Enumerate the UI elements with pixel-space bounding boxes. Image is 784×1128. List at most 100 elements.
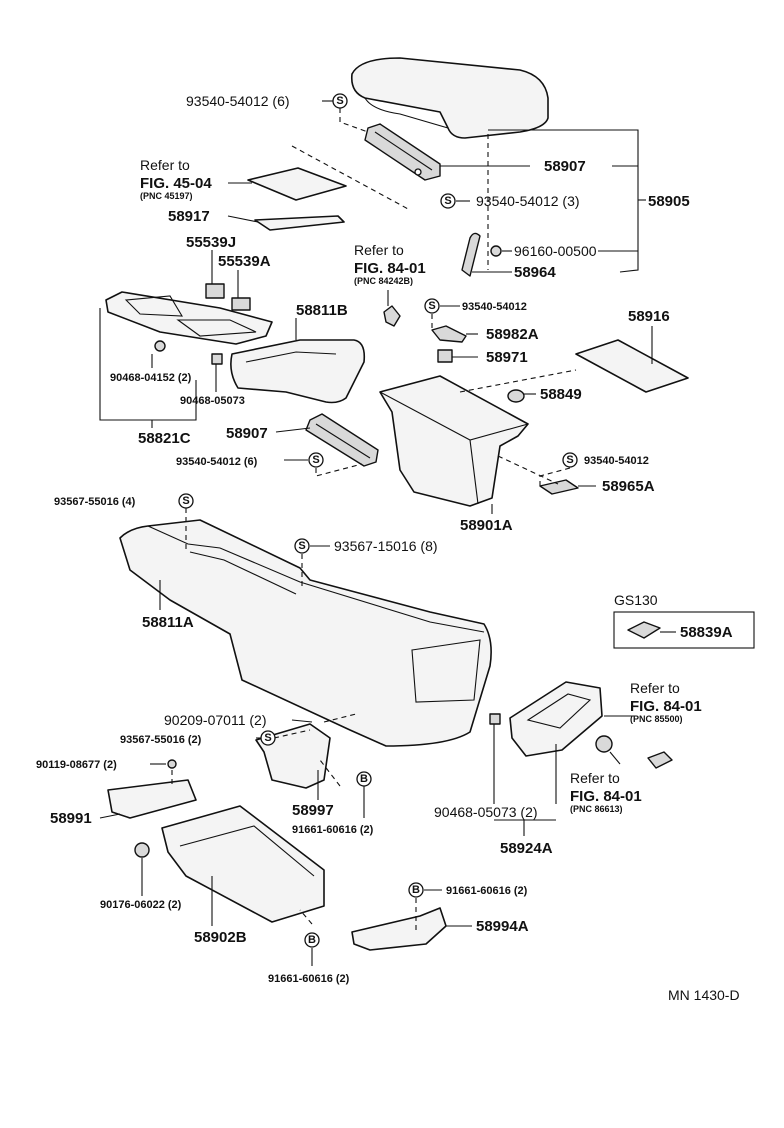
label-93567-55016-2: 93567-55016 (2) — [120, 734, 202, 746]
label-93540-54012-6-mid: 93540-54012 (6) — [176, 456, 258, 468]
svg-text:S: S — [264, 732, 271, 744]
label-refer-84-01c-line2: FIG. 84-01 — [570, 788, 642, 805]
label-58811A: 58811A — [142, 614, 194, 631]
label-58994A: 58994A — [476, 918, 529, 935]
clip-05073-2 — [489, 713, 501, 725]
label-91661-60616-2-c: 91661-60616 (2) — [268, 973, 350, 985]
label-91661-60616-2-a: 91661-60616 (2) — [292, 824, 374, 836]
label-refer-84-01c-line1: Refer to — [570, 770, 620, 786]
label-90468-05073: 90468-05073 — [180, 395, 245, 407]
label-refer-84-01b-pnc: (PNC 85500) — [630, 714, 683, 724]
pad-plate — [247, 167, 347, 201]
bracket-58965A — [539, 479, 579, 495]
label-90468-05073-2: 90468-05073 (2) — [434, 804, 538, 820]
symbol-s-mid: S — [424, 298, 440, 314]
label-93540-54012-right: 93540-54012 — [584, 455, 649, 467]
bezel-58924A — [509, 681, 603, 757]
clip-04152 — [154, 340, 166, 352]
label-refer-84-01c-pnc: (PNC 86613) — [570, 804, 623, 814]
label-58907-mid: 58907 — [226, 425, 268, 442]
switch-55539J — [205, 283, 225, 299]
svg-text:B: B — [412, 884, 420, 896]
label-93540-54012-3: 93540-54012 (3) — [476, 193, 580, 209]
label-58997: 58997 — [292, 802, 334, 819]
clip-05073 — [211, 353, 223, 365]
label-refer-84-01a-line2: FIG. 84-01 — [354, 260, 426, 277]
svg-text:S: S — [566, 454, 573, 466]
hinge-top — [364, 123, 441, 181]
svg-text:S: S — [312, 454, 319, 466]
symbol-s-2: S — [260, 730, 276, 746]
switch-55539A — [231, 297, 251, 311]
lock-handle — [461, 232, 481, 277]
shift-panel — [105, 291, 273, 345]
plate-58917 — [254, 215, 345, 231]
label-90119-08677-2: 90119-08677 (2) — [36, 759, 117, 771]
label-93567-15016-8: 93567-15016 (8) — [334, 538, 438, 554]
label-58964: 58964 — [514, 264, 556, 281]
catch-58982A — [431, 325, 467, 343]
label-90209-07011-2: 90209-07011 (2) — [164, 712, 266, 728]
label-58839A: 58839A — [680, 624, 733, 641]
cigar-lighter — [647, 751, 673, 769]
armrest-lid — [350, 57, 549, 139]
mat-58916 — [575, 339, 689, 393]
label-58924A: 58924A — [500, 840, 553, 857]
svg-text:S: S — [336, 95, 343, 107]
console-box — [379, 375, 529, 507]
label-91661-60616-2-b: 91661-60616 (2) — [446, 885, 528, 897]
bolt-08677 — [167, 759, 177, 769]
symbol-s-3: S — [440, 193, 456, 209]
label-58821C: 58821C — [138, 430, 191, 447]
label-refer-45-04-line2: FIG. 45-04 — [140, 175, 212, 192]
label-refer-84-01b-line1: Refer to — [630, 680, 680, 696]
label-58902B: 58902B — [194, 929, 247, 946]
label-58849: 58849 — [540, 386, 582, 403]
cup-holder-housing — [230, 339, 366, 404]
screw-96160 — [490, 245, 502, 257]
label-58965A: 58965A — [602, 478, 655, 495]
bracket-58991 — [107, 779, 197, 819]
symbol-s-8: S — [294, 538, 310, 554]
label-refer-84-01b-line2: FIG. 84-01 — [630, 698, 702, 715]
label-58811B: 58811B — [296, 302, 348, 319]
cigar-socket — [595, 735, 613, 753]
bracket-84242B — [383, 305, 401, 327]
label-refer-84-01a-pnc: (PNC 84242B) — [354, 276, 413, 286]
label-90468-04152-2: 90468-04152 (2) — [110, 372, 192, 384]
label-93567-55016-4: 93567-55016 (4) — [54, 496, 136, 508]
symbol-b-b: B — [408, 882, 424, 898]
drawing-code: MN 1430-D — [668, 987, 740, 1003]
label-58901A: 58901A — [460, 517, 513, 534]
svg-text:S: S — [182, 495, 189, 507]
label-93540-54012-6-top: 93540-54012 (6) — [186, 93, 290, 109]
svg-text:S: S — [298, 540, 305, 552]
label-93540-54012-mid: 93540-54012 — [462, 301, 527, 313]
base-58902B — [161, 805, 325, 923]
label-58971: 58971 — [486, 349, 528, 366]
cushion-58971 — [437, 349, 453, 363]
label-gs130: GS130 — [614, 592, 658, 608]
gs130-box — [613, 611, 755, 649]
label-58982A: 58982A — [486, 326, 539, 343]
cap-58849 — [507, 389, 525, 403]
label-58905: 58905 — [648, 193, 690, 210]
symbol-s-6mid: S — [308, 452, 324, 468]
grommet-06022 — [134, 842, 150, 858]
label-55539J: 55539J — [186, 234, 236, 251]
symbol-s-top: S — [332, 93, 348, 109]
label-58916: 58916 — [628, 308, 670, 325]
label-refer-84-01a-line1: Refer to — [354, 242, 404, 258]
symbol-s-right: S — [562, 452, 578, 468]
svg-text:B: B — [308, 934, 316, 946]
leader-lines — [99, 100, 676, 966]
label-55539A: 55539A — [218, 253, 271, 270]
console-body — [119, 519, 492, 747]
label-58917: 58917 — [168, 208, 210, 225]
symbol-b-a: B — [356, 771, 372, 787]
label-58991: 58991 — [50, 810, 92, 827]
svg-text:S: S — [444, 195, 451, 207]
symbol-b-c: B — [304, 932, 320, 948]
label-58907-top: 58907 — [544, 158, 586, 175]
